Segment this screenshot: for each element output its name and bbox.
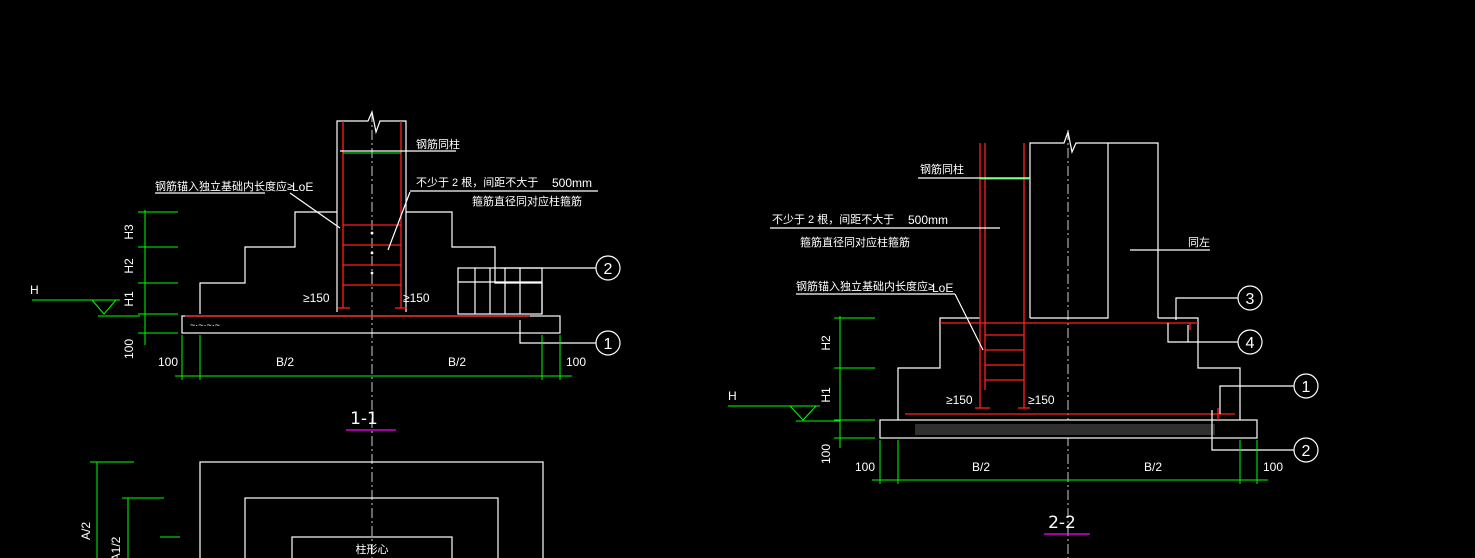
note-min-bars-1: 不少于 2 根，间距不大于 [416,175,538,189]
note-spacing-1: 500mm [552,176,592,190]
plan-outer [199,461,544,558]
section-2-2: 3 4 1 2 钢筋同柱 不少于 2 根，间距不大于 500mm 箍筋直径同对应… [728,129,1319,558]
blinding-pad-1 [181,315,561,334]
note-same-left: 同左 [1188,236,1210,249]
callout-1: 1 [604,336,613,353]
callout-3: 3 [1246,291,1255,308]
callout-1-circle [595,330,621,356]
ground-h-1: H [30,283,39,297]
dim-100-right-1: 100 [566,355,586,369]
note-anchor-1: 钢筋锚入独立基础内长度应≥ [155,179,293,193]
dim-100-v-2: 100 [819,444,833,464]
note-min-bars-2: 不少于 2 根，间距不大于 [772,212,894,226]
callout-2-s2: 2 [1302,443,1311,460]
footing-outline-2-right [1158,317,1241,420]
b-half-right-2: B/2 [1144,460,1162,474]
b-half-right-1: B/2 [448,355,466,369]
plan-middle [244,497,499,558]
dim-100-v-1: 100 [122,339,136,359]
min150-right-1: ≥150 [403,291,430,305]
callout-1-s2: 1 [1302,379,1311,396]
note-anchor-2: 钢筋锚入独立基础内长度应≥ [796,279,934,293]
min150-left-1: ≥150 [303,291,330,305]
note-same-column-1: 钢筋同柱 [416,137,460,151]
plan-inner [291,536,453,558]
dim-100-left-1: 100 [158,355,178,369]
plan-a1-half: A1/2 [109,536,123,558]
note-stirrup-dia-2: 箍筋直径同对应柱箍筋 [800,235,910,249]
footing-outline-1 [199,211,337,314]
min150-right-2: ≥150 [1028,393,1055,407]
plan-a-half: A/2 [79,522,93,540]
dim-h1-2: H1 [819,387,833,403]
ground-h-2: H [728,389,737,403]
loe-2: LoE [932,281,953,295]
min150-left-2: ≥150 [946,393,973,407]
dim-h3-1: H3 [122,224,136,240]
b-half-left-2: B/2 [972,460,990,474]
column-outline-1 [336,110,407,312]
dim-h1-1: H1 [122,291,136,307]
b-half-left-1: B/2 [276,355,294,369]
note-stirrup-dia-1: 箍筋直径同对应柱箍筋 [472,194,582,208]
callout-2-circle [595,255,621,281]
plan-column-center: 柱形心 [356,542,389,556]
note-spacing-2: 500mm [908,213,948,227]
callout-4: 4 [1246,335,1255,352]
note-same-column-2: 钢筋同柱 [920,162,964,176]
dim-h2-1: H2 [122,258,136,274]
dim-100-left-2: 100 [855,460,875,474]
dim-100-right-2: 100 [1263,460,1283,474]
callout-2: 2 [604,261,613,278]
svg-text:~·~·~·~: ~·~·~·~ [190,320,220,330]
section-title-2-2: 2-2 [1048,513,1076,533]
footing-outline-2 [897,317,980,420]
plan-view: A/2 A1/2 柱形心 [79,461,544,558]
column-outline-2 [1029,129,1108,318]
dim-h2-2: H2 [819,335,833,351]
section-title-1-1: 1-1 [350,409,378,429]
section-1-1: ~·~·~·~ 2 1 钢筋锚入独立基础内长度应≥ LoE [30,110,621,558]
loe-1: LoE [292,180,313,194]
